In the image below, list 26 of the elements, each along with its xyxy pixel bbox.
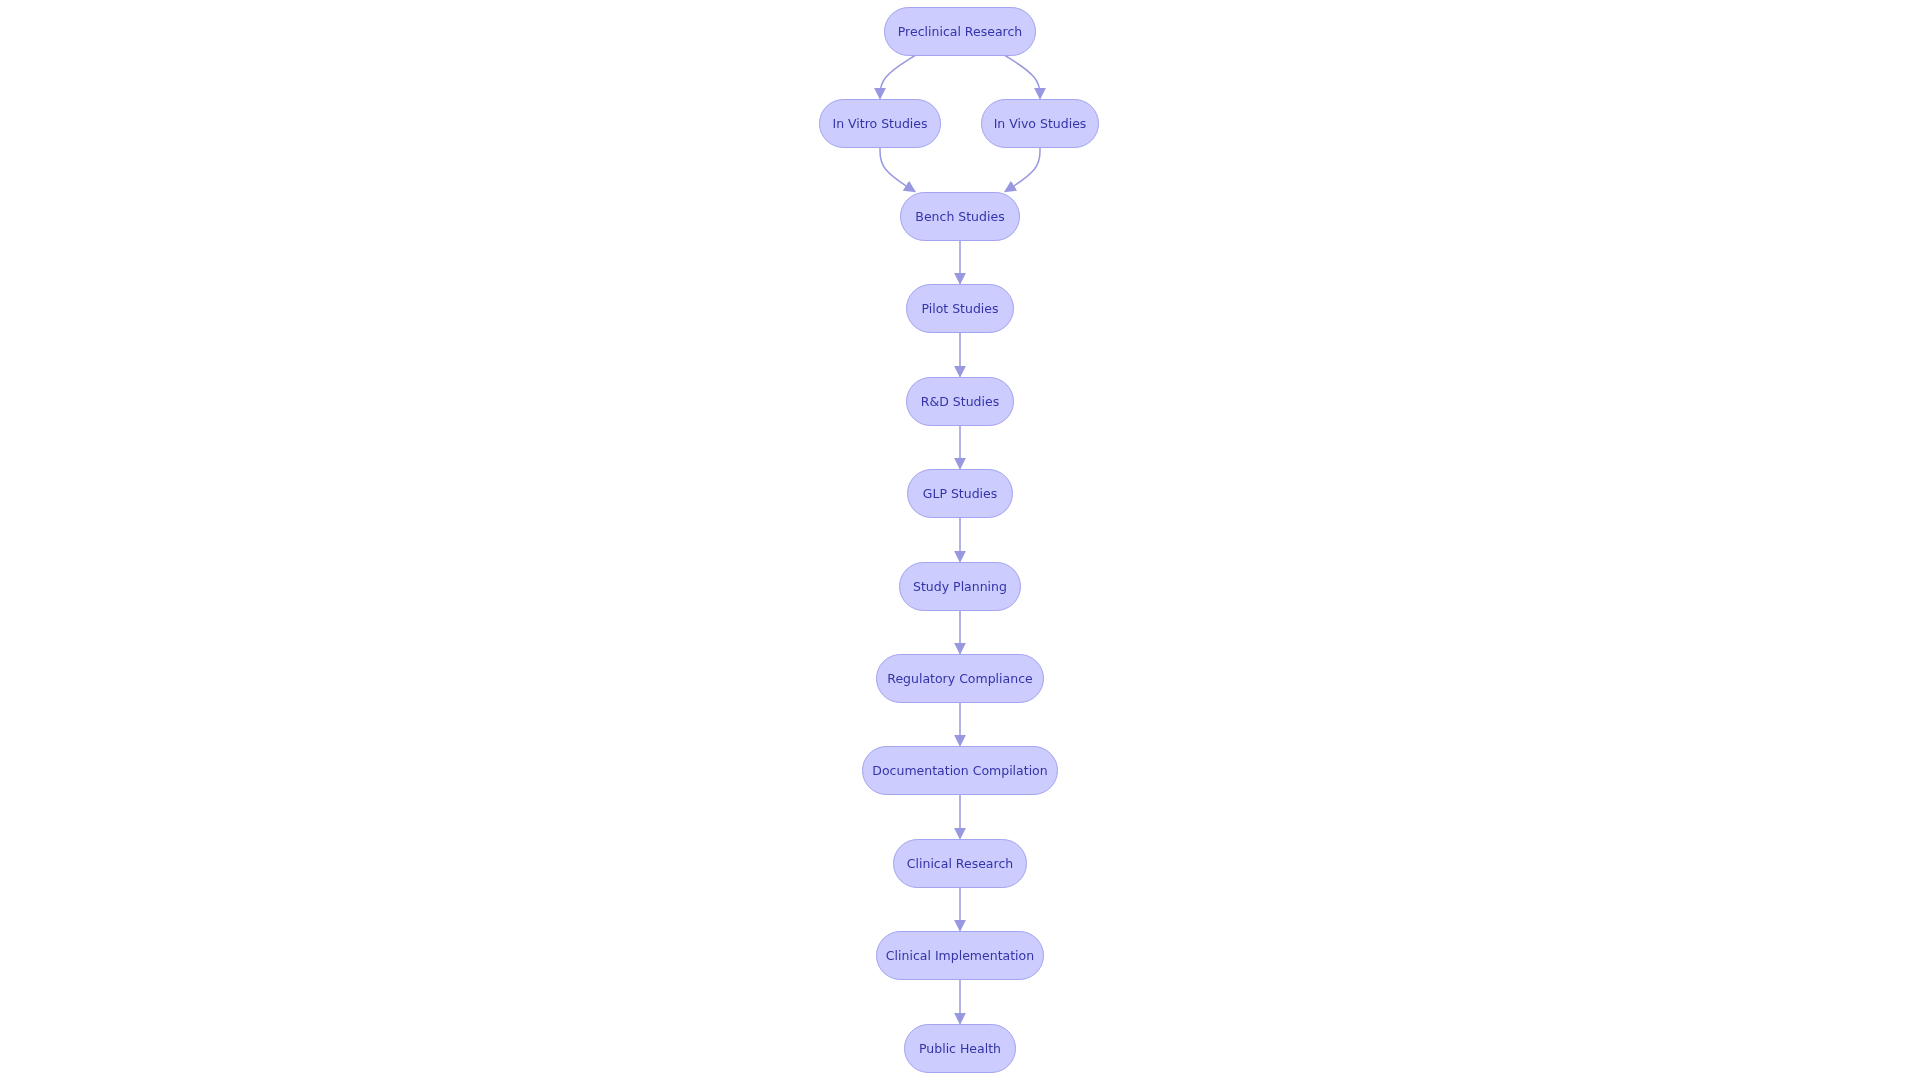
process-node: Regulatory Compliance xyxy=(876,653,1044,703)
arrow xyxy=(954,424,966,470)
process-node: In Vivo Studies xyxy=(981,98,1099,148)
process-node: GLP Studies xyxy=(907,468,1013,518)
process-node: Documentation Compilation xyxy=(862,745,1058,795)
arrow xyxy=(1004,54,1046,100)
arrow xyxy=(874,54,916,100)
process-node: Preclinical Research xyxy=(884,6,1036,56)
arrow xyxy=(954,516,966,563)
process-node: Clinical Implementation xyxy=(876,930,1044,980)
process-node: Study Planning xyxy=(899,561,1021,611)
process-node: Public Health xyxy=(904,1023,1016,1073)
process-node: R&D Studies xyxy=(906,376,1014,426)
arrow xyxy=(954,701,966,747)
arrow xyxy=(954,978,966,1025)
process-node: In Vitro Studies xyxy=(819,98,941,148)
arrow xyxy=(954,609,966,655)
process-node: Bench Studies xyxy=(900,191,1020,241)
arrow xyxy=(954,886,966,932)
arrow xyxy=(954,239,966,285)
arrow xyxy=(954,331,966,378)
process-node: Pilot Studies xyxy=(906,283,1014,333)
arrow xyxy=(954,793,966,840)
arrow xyxy=(879,146,916,193)
arrow xyxy=(1004,146,1041,193)
process-node: Clinical Research xyxy=(893,838,1027,888)
